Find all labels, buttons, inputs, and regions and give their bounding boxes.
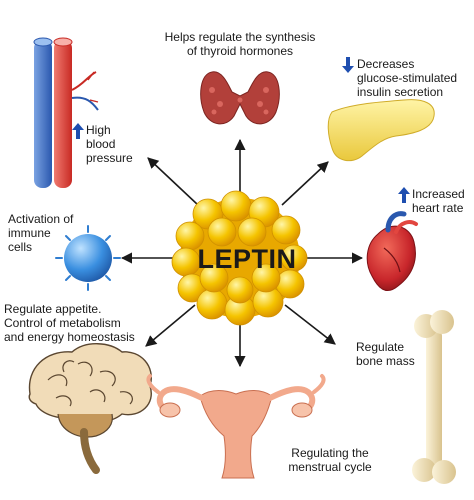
appetite-effect-label: Regulate appetite. Control of metabolism… <box>4 302 135 344</box>
brain-illustration <box>28 343 152 474</box>
pancreas-illustration <box>327 99 435 162</box>
increase-arrow-icon <box>72 123 84 139</box>
immune-cell-illustration <box>55 225 121 291</box>
effect-arrows <box>120 138 364 368</box>
pancreas-effect-label: Decreases glucose-stimulated insulin sec… <box>357 57 458 99</box>
leptin-title: LEPTIN <box>197 244 297 274</box>
arrow-to-bone <box>284 304 336 345</box>
bone-illustration <box>412 310 456 484</box>
thyroid-illustration <box>200 71 280 125</box>
menstrual-effect-label: Regulating the menstrual cycle <box>288 446 372 474</box>
decrease-arrow-icon <box>342 57 354 73</box>
blood-pressure-effect-label: High blood pressure <box>86 123 133 165</box>
immune-effect-label: Activation of immune cells <box>8 212 74 254</box>
heart-rate-effect-label: Increased heart rate <box>412 187 465 215</box>
uterus-illustration <box>146 374 326 479</box>
arrow-to-brain <box>145 304 196 347</box>
bone-mass-effect-label: Regulate bone mass <box>356 340 415 368</box>
arrow-to-blood-vessels <box>147 157 199 206</box>
increase-arrow-icon <box>398 187 410 203</box>
blood-vessels-illustration <box>33 37 99 188</box>
arrow-to-pancreas <box>281 161 329 206</box>
leptin-fat-cluster <box>171 190 308 326</box>
thyroid-effect-label: Helps regulate the synthesis of thyroid … <box>164 30 316 58</box>
heart-illustration <box>366 211 418 291</box>
